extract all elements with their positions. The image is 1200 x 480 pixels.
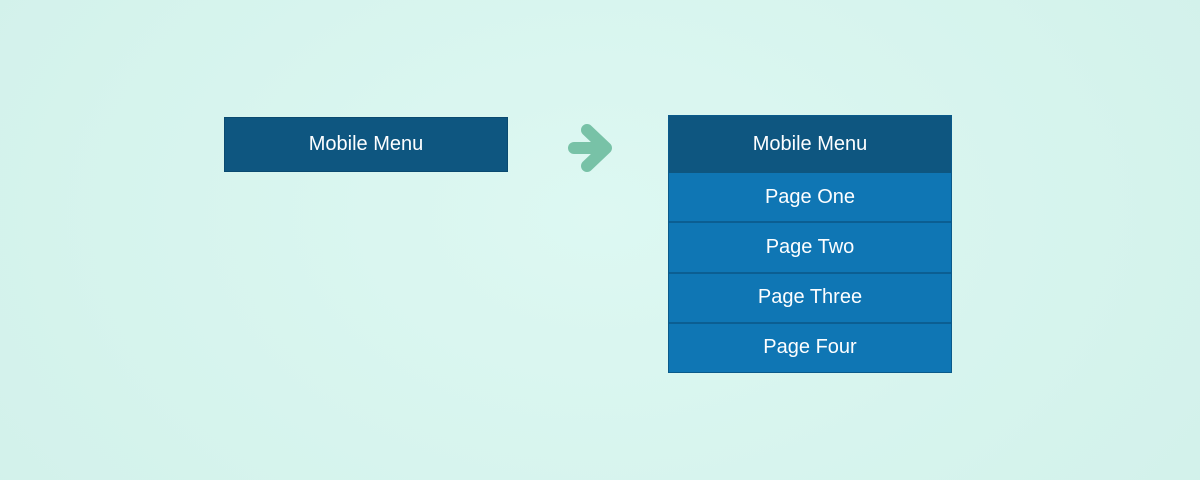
mobile-menu-header-label: Mobile Menu [752, 133, 868, 155]
mobile-menu-expanded: Mobile Menu Page One Page Two Page Three… [668, 115, 952, 373]
mobile-menu-collapsed-button[interactable]: Mobile Menu [224, 117, 508, 172]
menu-item-label: Page Three [757, 286, 863, 309]
menu-item-label: Page One [764, 185, 856, 208]
menu-item-page-three[interactable]: Page Three [669, 271, 951, 322]
mobile-menu-header[interactable]: Mobile Menu [669, 116, 951, 173]
menu-item-label: Page Four [763, 336, 857, 359]
mobile-menu-collapsed-label: Mobile Menu [308, 133, 424, 155]
menu-item-label: Page Two [765, 235, 855, 258]
expand-arrow-icon [566, 121, 614, 175]
menu-item-page-two[interactable]: Page Two [669, 221, 951, 272]
menu-item-page-four[interactable]: Page Four [669, 321, 951, 372]
menu-item-page-one[interactable]: Page One [669, 173, 951, 222]
